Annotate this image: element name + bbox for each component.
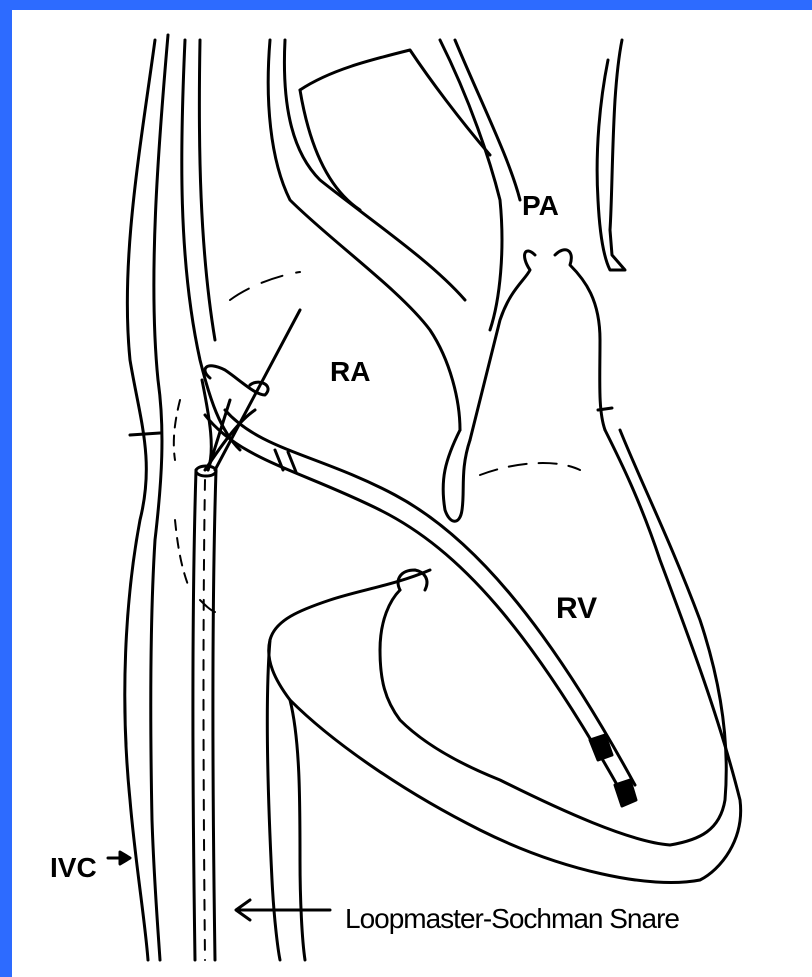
- label-pa: PA: [522, 190, 559, 222]
- svc-vessel: [268, 40, 520, 430]
- snare-loop: [202, 310, 300, 470]
- label-ivc: IVC: [50, 852, 97, 884]
- arrow-left-icon: [236, 900, 330, 920]
- label-snare: Loopmaster-Sochman Snare: [345, 903, 679, 935]
- label-rv: RV: [556, 592, 597, 626]
- sheath-vessel: [182, 40, 240, 450]
- heart-anatomy-drawing: [12, 10, 812, 977]
- pa-vessel: [555, 40, 625, 430]
- rv-outline: [267, 430, 740, 960]
- ivc-vessel: [125, 35, 168, 960]
- label-ra: RA: [330, 356, 370, 388]
- diagram-panel: PA RA RV IVC Loopmaster-Sochman Snare: [12, 10, 812, 977]
- snare-catheter: [193, 466, 216, 960]
- ivc-pointer-icon: [108, 852, 130, 864]
